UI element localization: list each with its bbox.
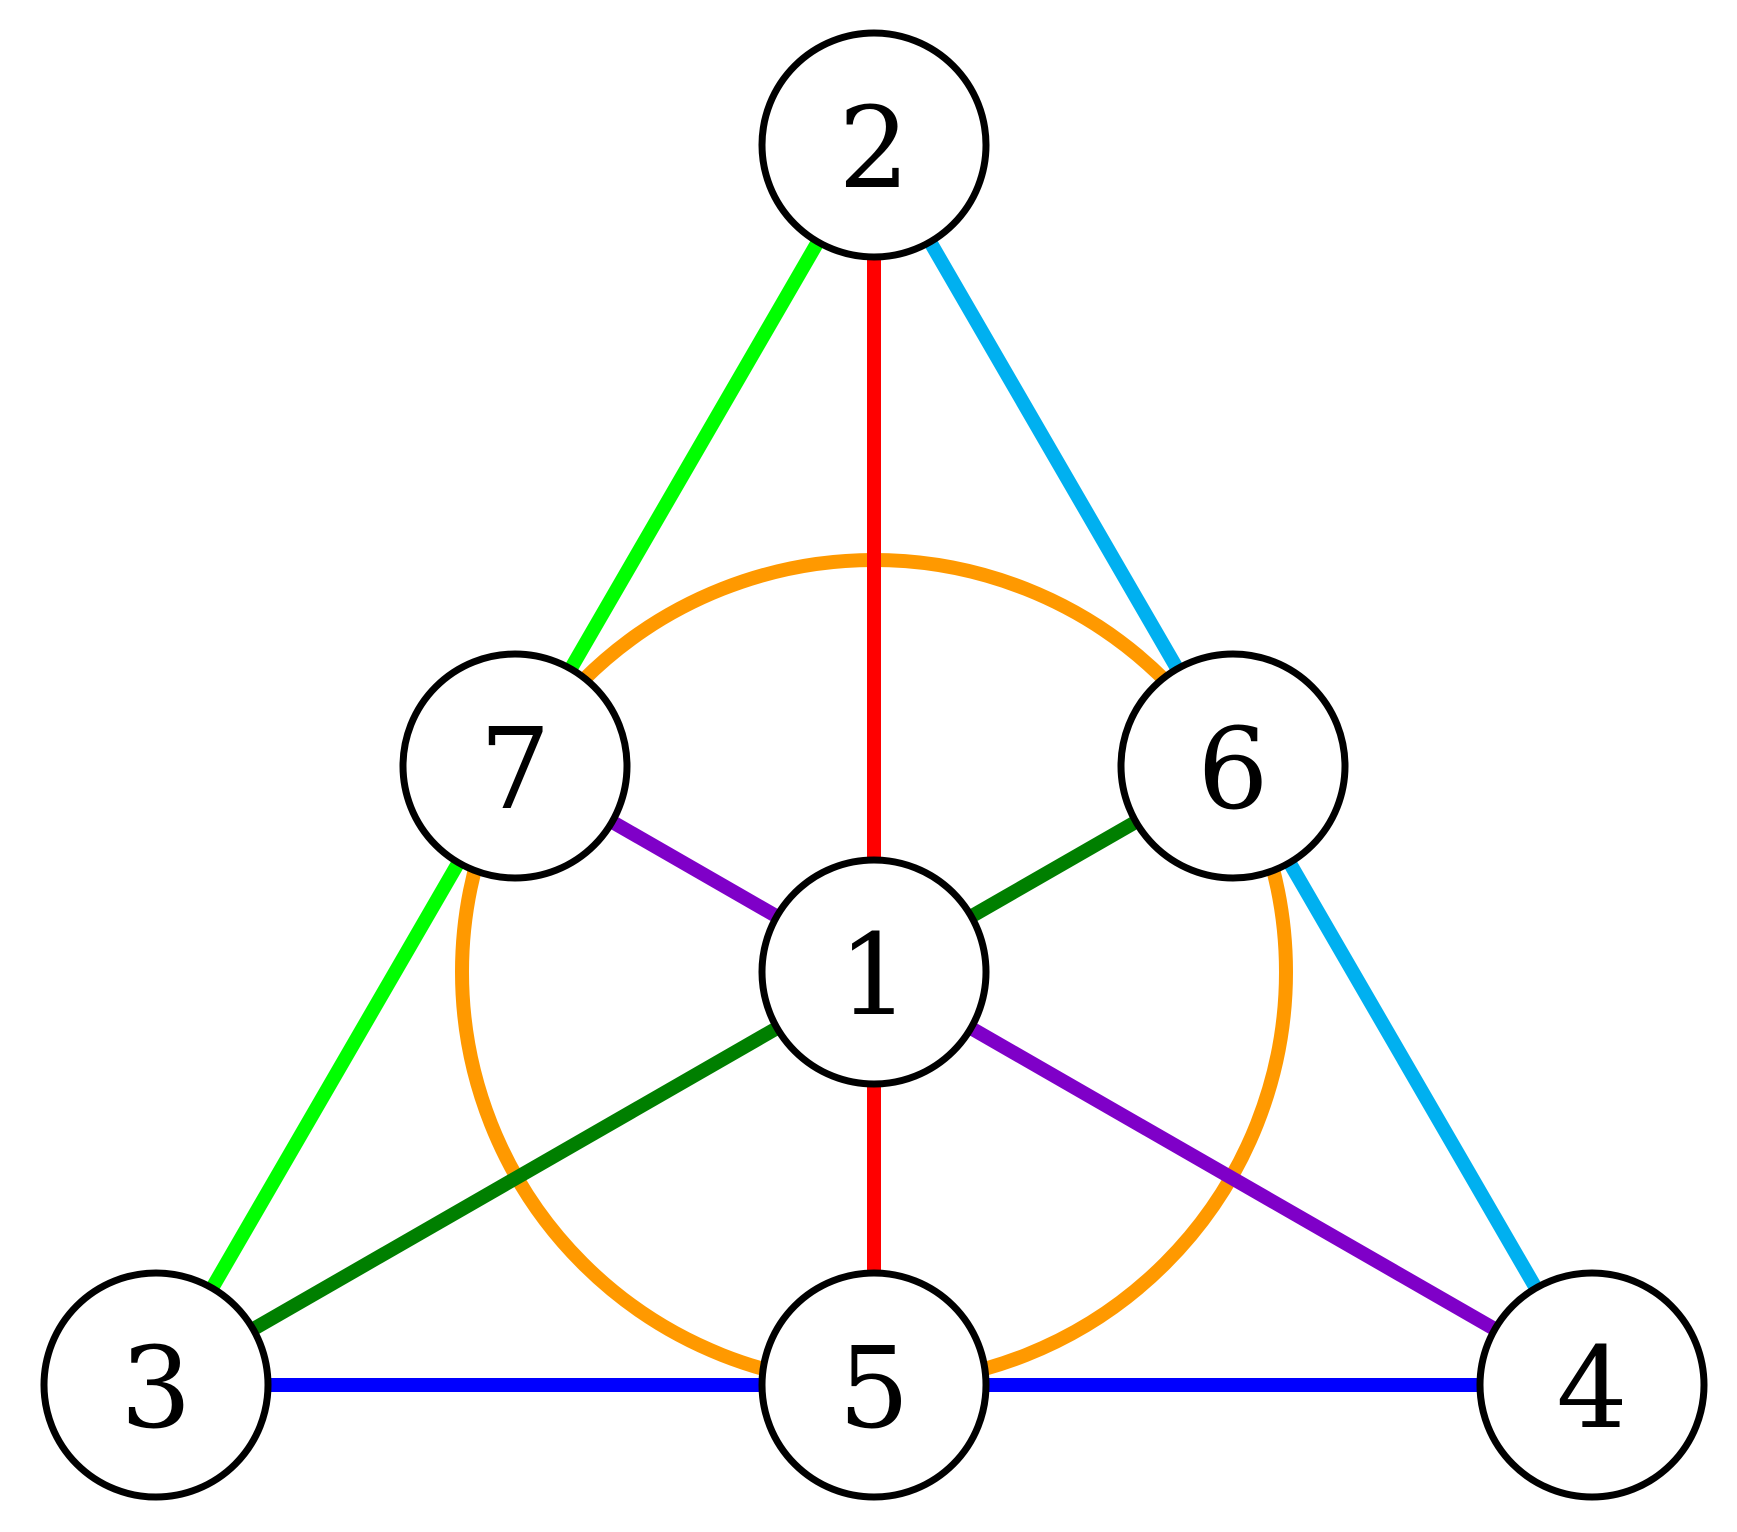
- node-label: 6: [1197, 705, 1268, 835]
- node-label: 2: [838, 84, 909, 214]
- node-label: 1: [838, 911, 909, 1041]
- node-label: 5: [838, 1324, 909, 1454]
- node-circle: [1117, 650, 1349, 882]
- line-6-1-3: [152, 759, 1237, 1392]
- node-7: 7: [399, 650, 631, 882]
- line-7-1-4: [511, 759, 1596, 1392]
- node-circle: [758, 29, 990, 261]
- node-circle: [758, 856, 990, 1088]
- nodes-layer: 1 2 3 4 5 6 7: [40, 29, 1708, 1501]
- node-6: 6: [1117, 650, 1349, 882]
- node-circle: [1476, 1269, 1708, 1501]
- node-label: 3: [120, 1324, 191, 1454]
- node-2: 2: [758, 29, 990, 261]
- node-3: 3: [40, 1269, 272, 1501]
- node-circle: [399, 650, 631, 882]
- node-5: 5: [758, 1269, 990, 1501]
- node-circle: [40, 1269, 272, 1501]
- node-1: 1: [758, 856, 990, 1088]
- node-circle: [758, 1269, 990, 1501]
- node-4: 4: [1476, 1269, 1708, 1501]
- node-label: 7: [479, 705, 550, 835]
- lines-layer: [149, 141, 1599, 1392]
- node-label: 4: [1556, 1324, 1627, 1454]
